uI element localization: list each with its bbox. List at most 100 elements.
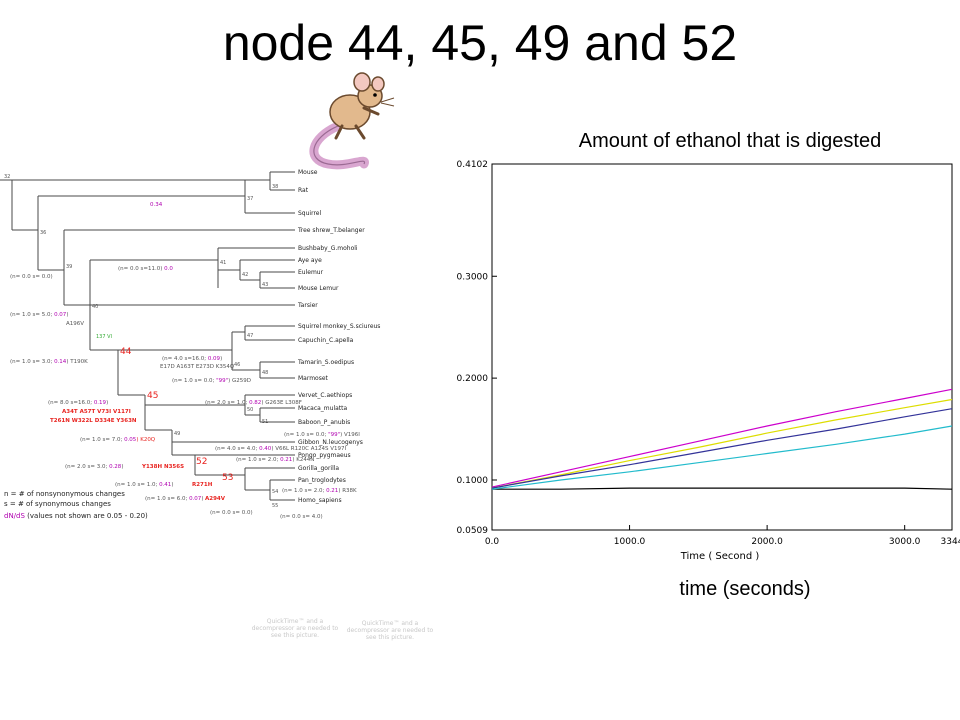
x-tick-label: 1000.0 (614, 537, 646, 547)
branch-annotation: E17D A163T E273D K354Q (160, 364, 235, 370)
x-tick-label: 3344 (941, 537, 960, 547)
placeholder-text: QuickTime™ and a decompressor are needed… (346, 620, 434, 641)
highlight-node-44: 44 (120, 347, 132, 357)
series-line-1 (492, 487, 953, 490)
mutation-label: R271H (192, 482, 213, 488)
taxon-label: Mouse Lemur (298, 285, 339, 292)
green-label: 137 VI (96, 334, 112, 340)
taxon-label: Macaca_mulatta (298, 405, 348, 412)
series-line-4 (491, 408, 953, 489)
taxon-label: Eulemur (298, 269, 324, 276)
branch-annotation: (n= 0.0 s=11.0) 0.0 (118, 266, 173, 272)
node-number: 32 (4, 174, 10, 180)
y-tick-label: 0.1000 (457, 476, 489, 486)
branch-annotation: (n= 1.0 s= 2.0; 0.21) K244N (236, 457, 314, 463)
node-number: 46 (234, 362, 240, 368)
x-tick-label: 3000.0 (889, 537, 921, 547)
series-line-5 (491, 425, 953, 490)
tree-legend: n = # of nonsynonymous changes s = # of … (4, 490, 148, 520)
series-line-3 (491, 398, 953, 489)
chart-title: Amount of ethanol that is digested (578, 130, 882, 152)
mutation-labels: A34T A57T V73I V117I T261N W322L D334E Y… (50, 409, 226, 502)
series-lines (491, 388, 953, 490)
y-tick-label: 0.0509 (457, 526, 489, 536)
taxa-labels: Mouse Rat Squirrel Tree shrew_T.belanger… (297, 169, 380, 504)
taxon-label: Marmoset (298, 375, 329, 382)
taxon-label: Squirrel (298, 210, 321, 217)
y-tick-label: 0.4102 (457, 160, 489, 170)
branch-annotation: (n= 2.0 s= 1.0; 0.82) G263E L308F (205, 400, 302, 406)
branch-annotation: (n= 4.0 s= 4.0; 0.40) V66L R120C A124S V… (215, 446, 346, 452)
taxon-label: Tamarin_S.oedipus (297, 359, 354, 366)
x-tick-label: 0.0 (485, 537, 500, 547)
plot-frame (491, 163, 953, 531)
taxon-label: Mouse (298, 169, 318, 176)
taxon-label: Capuchin_C.apella (298, 337, 354, 344)
taxon-label: Baboon_P_anubis (298, 419, 350, 426)
branch-annotation: (n= 1.0 s= 6.0; 0.07) (145, 496, 203, 502)
taxon-label: Pongo_pygmaeus (298, 452, 351, 459)
branch-annotation: (n= 1.0 s= 0.0; "99") V196I (284, 432, 360, 438)
node-numbers: 32 36 39 40 37 38 41 42 43 46 47 48 49 5… (4, 174, 278, 509)
node-number: 51 (262, 419, 268, 425)
y-tick-label: 0.3000 (457, 272, 489, 282)
y-tick-label: 0.2000 (457, 374, 489, 384)
branch-annotation: (n= 0.0 s= 0.0) (10, 274, 53, 280)
taxon-label: Gibbon_N.leucogenys (298, 439, 363, 446)
mutation-label: Y138H N356S (141, 464, 184, 470)
branch-annotation: (n= 1.0 s= 0.0; "99") G259D (172, 378, 251, 384)
node-number: 43 (262, 282, 268, 288)
branch-annotation: (n= 1.0 s= 7.0; 0.05) K20Q (80, 437, 156, 443)
branch-annotation: (n= 8.0 s=16.0; 0.19) (48, 400, 108, 406)
ratio-value: 0.34 (150, 202, 163, 208)
taxon-label: Gorilla_gorilla (298, 465, 339, 472)
branch-annotation: A196V (66, 321, 84, 327)
taxon-label: Rat (298, 187, 309, 194)
series-line-2 (491, 388, 953, 488)
branch-annotation: (n= 0.0 s= 0.0) (210, 510, 253, 516)
tree-branches (0, 171, 295, 501)
slide-title: node 44, 45, 49 and 52 (222, 15, 738, 71)
legend-item: dN/dS (values not shown are 0.05 - 0.20) (4, 512, 148, 520)
taxon-label: Homo_sapiens (298, 497, 342, 504)
ethanol-chart: 0.4102 0.3000 0.2000 0.1000 0.0509 0.0 1000.0… (457, 160, 960, 562)
phylogenetic-tree: 32 36 39 40 37 38 41 42 43 46 47 48 49 5… (0, 169, 380, 520)
placeholder-text: QuickTime™ and a decompressor are needed… (251, 618, 339, 639)
highlight-node-53: 53 (222, 473, 233, 483)
branch-annotation: (n= 4.0 s=16.0; 0.09) (162, 356, 222, 362)
x-caption: time (seconds) (679, 578, 811, 600)
branch-annotations: 0.34 (n= 0.0 s=11.0) 0.0 (n= 0.0 s= 0.0)… (10, 202, 360, 520)
y-axis: 0.4102 0.3000 0.2000 0.1000 0.0509 (457, 160, 497, 536)
taxon-label: Vervet_C.aethiops (298, 392, 352, 399)
x-axis: 0.0 1000.0 2000.0 3000.0 3344 (485, 525, 960, 547)
node-number: 47 (247, 333, 253, 339)
taxon-label: Bushbaby_G.moholi (298, 245, 358, 252)
node-number: 37 (247, 196, 253, 202)
legend-item: s = # of synonymous changes (4, 500, 111, 508)
node-number: 41 (220, 260, 226, 266)
branch-annotation: (n= 0.0 s= 4.0) (280, 514, 323, 520)
node-number: 36 (40, 230, 46, 236)
x-tick-label: 2000.0 (751, 537, 783, 547)
taxon-label: Squirrel monkey_S.sciureus (298, 323, 380, 330)
node-number: 42 (242, 272, 248, 278)
highlight-node-52: 52 (196, 457, 207, 467)
mutation-label: T261N W322L D334E Y363N (50, 418, 137, 424)
node-number: 50 (247, 407, 253, 413)
x-axis-label: Time ( Second ) (680, 551, 760, 562)
branch-annotation: (n= 1.0 s= 3.0; 0.14) T190K (10, 359, 88, 365)
node-number: 48 (262, 370, 268, 376)
branch-annotation: (n= 2.0 s= 3.0; 0.28) (65, 464, 123, 470)
branch-annotation: (n= 1.0 s= 2.0; 0.21) R38K (282, 488, 357, 494)
mutation-label: A34T A57T V73I V117I (62, 409, 131, 415)
node-number: 38 (272, 184, 278, 190)
highlight-node-45: 45 (147, 391, 158, 401)
node-number: 55 (272, 503, 278, 509)
branch-annotation: (n= 1.0 s= 5.0; 0.07) (10, 312, 68, 318)
branch-annotation: (n= 1.0 s= 1.0; 0.41) (115, 482, 173, 488)
taxon-label: Pan_troglodytes (298, 477, 346, 484)
node-number: 54 (272, 489, 278, 495)
node-number: 40 (92, 304, 98, 310)
cartoon-mouse-icon (309, 72, 395, 170)
mutation-label: A294V (205, 496, 226, 502)
